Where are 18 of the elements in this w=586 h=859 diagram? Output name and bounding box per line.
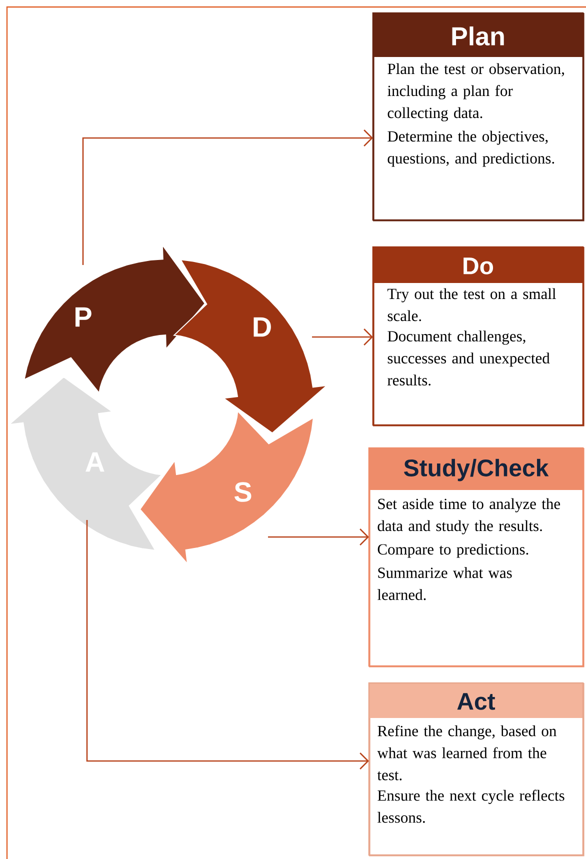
- cycle-segment: P: [24, 244, 206, 394]
- body-text: Ensure the next cycle reflects lessons.: [378, 790, 564, 823]
- body-text: Summarize what was learned.: [378, 567, 512, 600]
- body-text: Refine the change, based on what was learned from the test.: [377, 725, 556, 780]
- connector-arrow: [268, 528, 369, 546]
- body-text: Plan the test or observation, including a plan for collecting data.: [388, 63, 564, 122]
- box-heading: Act: [457, 693, 496, 710]
- body-text: Compare to predictions.: [378, 544, 528, 558]
- connector-arrow: [86, 520, 369, 770]
- body-text: Document challenges, successes and unexpected results.: [388, 330, 550, 386]
- box-heading: Plan: [452, 26, 504, 46]
- box-heading: Study/Check: [404, 458, 549, 482]
- connector-arrow: [312, 328, 373, 346]
- connector-arrow: [82, 130, 373, 265]
- body-text: Try out the test on a small scale.: [387, 288, 556, 322]
- body-text: Set aside time to analyze the data and study the results.: [378, 498, 560, 534]
- box-heading: Do: [464, 258, 494, 274]
- body-text: Determine the objectives, questions, and predictions.: [388, 130, 554, 167]
